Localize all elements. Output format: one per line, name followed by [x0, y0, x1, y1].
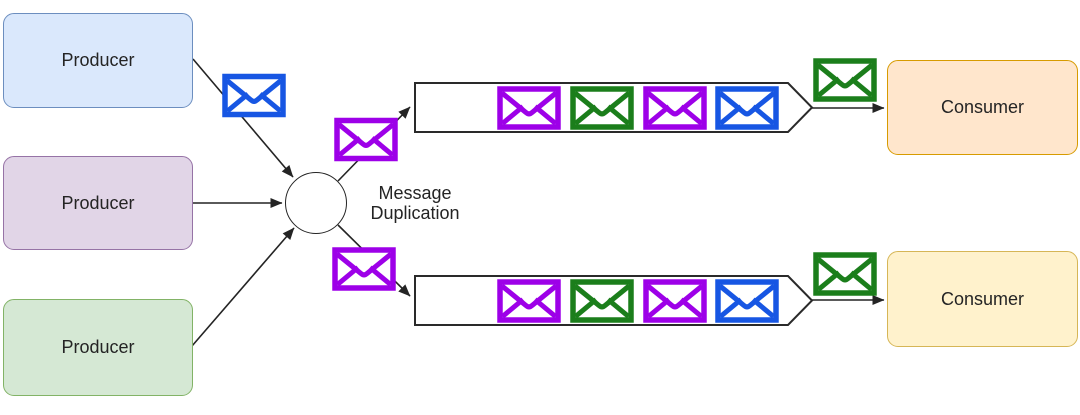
envelope-icon: [643, 86, 707, 130]
consumer-node-2: Consumer: [887, 251, 1078, 347]
envelope-icon: [334, 117, 398, 162]
consumer-node-1: Consumer: [887, 60, 1078, 155]
envelope-icon: [813, 252, 877, 296]
envelope-icon: [497, 86, 561, 130]
producer-label: Producer: [61, 192, 135, 213]
consumer-label: Consumer: [940, 288, 1025, 309]
duplicator-label-line1: Message: [378, 183, 452, 203]
arrow-producer3-to-duplicator: [191, 227, 295, 347]
envelope-icon: [813, 58, 877, 102]
duplicator-label-line2: Duplication: [370, 203, 460, 223]
envelope-icon: [497, 279, 561, 323]
producer-label: Producer: [61, 337, 135, 357]
arrow-producer1-to-duplicator: [192, 58, 294, 178]
producer-label: Producer: [61, 50, 135, 70]
producer-node-1: Producer: [3, 13, 193, 108]
envelope-icon: [715, 86, 779, 130]
envelope-icon: [570, 86, 634, 130]
duplicator-node: [285, 172, 347, 234]
envelope-icon: [332, 247, 396, 291]
envelope-icon: [570, 279, 634, 323]
producer-node-2: Producer: [3, 156, 193, 250]
duplicator-label: Message Duplication: [352, 183, 478, 223]
producer-node-3: Producer: [3, 299, 193, 396]
envelope-icon: [715, 279, 779, 323]
consumer-label: Consumer: [940, 97, 1025, 117]
envelope-icon: [222, 73, 286, 118]
envelope-icon: [643, 279, 707, 323]
